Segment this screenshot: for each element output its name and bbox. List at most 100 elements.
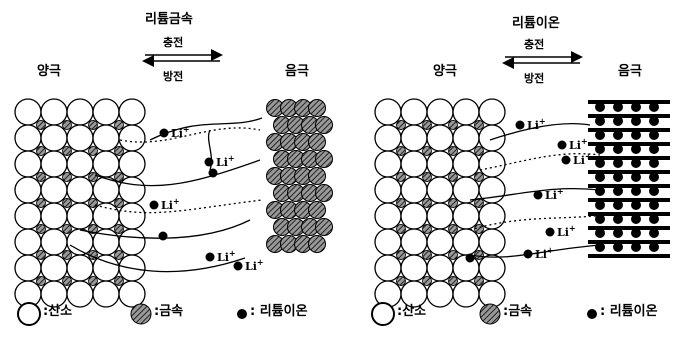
graphite-layer bbox=[588, 114, 670, 118]
metal-sphere bbox=[308, 167, 326, 185]
intercalated-ion bbox=[595, 228, 605, 238]
oxygen-atom bbox=[66, 176, 94, 204]
oxygen-atom bbox=[400, 98, 428, 126]
metal-atom bbox=[448, 276, 458, 286]
metal-atom bbox=[114, 250, 124, 260]
right-cathode-label: 음극 bbox=[618, 64, 642, 79]
ion-charge: + bbox=[173, 196, 180, 206]
intercalated-ion bbox=[595, 116, 605, 126]
intercalated-ion bbox=[649, 242, 659, 252]
lithium-ion bbox=[233, 261, 243, 271]
intercalated-ion bbox=[631, 214, 641, 224]
intercalated-ion bbox=[613, 172, 623, 182]
graphite-layer bbox=[588, 184, 670, 188]
oxygen-atom bbox=[374, 176, 402, 204]
oxygen-atom bbox=[66, 150, 94, 178]
metal-atom bbox=[396, 198, 406, 208]
metal-atom bbox=[36, 146, 46, 156]
oxygen-atom bbox=[92, 202, 120, 230]
metal-atom bbox=[448, 250, 458, 260]
intercalated-ion bbox=[631, 158, 641, 168]
oxygen-atom bbox=[40, 228, 68, 256]
intercalated-ion bbox=[595, 158, 605, 168]
ion-charge: + bbox=[539, 116, 546, 126]
metal-atom bbox=[36, 250, 46, 260]
intercalated-ion bbox=[631, 172, 641, 182]
ion-charge: + bbox=[228, 153, 235, 163]
oxygen-atom bbox=[14, 124, 42, 152]
intercalated-ion bbox=[649, 186, 659, 196]
metal-atom bbox=[114, 276, 124, 286]
metal-sphere bbox=[308, 133, 326, 151]
left-charge-arrows bbox=[142, 49, 223, 67]
oxygen-atom bbox=[14, 176, 42, 204]
oxygen-atom bbox=[92, 124, 120, 152]
intercalated-ion bbox=[613, 242, 623, 252]
right-charge-label: 충전 bbox=[524, 38, 545, 51]
left-cathode-label: 음극 bbox=[285, 64, 309, 79]
left-discharge-label: 방전 bbox=[163, 70, 184, 83]
oxygen-atom bbox=[426, 280, 454, 308]
metal-atom bbox=[422, 250, 432, 260]
right-cathode-layers bbox=[588, 100, 670, 258]
lithium-ion bbox=[557, 140, 567, 150]
intercalated-ion bbox=[631, 116, 641, 126]
intercalated-ion bbox=[613, 200, 623, 210]
intercalated-ion bbox=[631, 186, 641, 196]
metal-atom bbox=[474, 250, 484, 260]
metal-atom bbox=[396, 276, 406, 286]
metal-atom bbox=[422, 146, 432, 156]
metal-atom bbox=[422, 224, 432, 234]
intercalated-ion bbox=[613, 144, 623, 154]
oxygen-atom bbox=[452, 228, 480, 256]
lithium-ion bbox=[533, 190, 543, 200]
metal-atom bbox=[474, 120, 484, 130]
oxygen-atom bbox=[14, 254, 42, 282]
oxygen-atom bbox=[118, 280, 146, 308]
oxygen-atom bbox=[426, 254, 454, 282]
metal-atom bbox=[396, 146, 406, 156]
ion-charge: + bbox=[585, 151, 592, 161]
left-cathode-metal bbox=[266, 99, 333, 253]
oxygen-atom bbox=[426, 176, 454, 204]
metal-atom bbox=[448, 198, 458, 208]
metal-atom bbox=[114, 120, 124, 130]
metal-atom bbox=[396, 172, 406, 182]
metal-atom bbox=[88, 120, 98, 130]
ion-label: Li+ bbox=[535, 245, 554, 261]
oxygen-atom bbox=[66, 202, 94, 230]
oxygen-atom bbox=[400, 150, 428, 178]
oxygen-atom bbox=[426, 202, 454, 230]
ion-label: Li+ bbox=[545, 186, 564, 202]
oxygen-atom bbox=[452, 202, 480, 230]
graphite-layer bbox=[588, 100, 670, 104]
oxygen-atom bbox=[118, 124, 146, 152]
right-title: 리튬이온 bbox=[512, 16, 560, 31]
oxygen-atom bbox=[400, 202, 428, 230]
metal-sphere bbox=[308, 235, 326, 253]
left-charge-label: 충전 bbox=[163, 36, 184, 49]
intercalated-ion bbox=[649, 158, 659, 168]
intercalated-ion bbox=[631, 102, 641, 112]
metal-atom bbox=[114, 146, 124, 156]
intercalated-ion bbox=[649, 214, 659, 224]
metal-atom bbox=[62, 172, 72, 182]
oxygen-atom bbox=[40, 98, 68, 126]
metal-atom bbox=[474, 146, 484, 156]
legend-left-lithium: : 리튬이온 bbox=[250, 304, 308, 319]
intercalated-ion bbox=[649, 130, 659, 140]
metal-atom bbox=[88, 198, 98, 208]
legend-right-oxygen-symbol bbox=[371, 302, 395, 326]
metal-atom bbox=[36, 224, 46, 234]
right-anode-label: 양극 bbox=[433, 64, 457, 79]
intercalated-ion bbox=[613, 102, 623, 112]
intercalated-ion bbox=[631, 130, 641, 140]
metal-atom bbox=[62, 250, 72, 260]
oxygen-atom bbox=[118, 98, 146, 126]
graphite-layer bbox=[588, 254, 670, 258]
right-anode-lattice bbox=[374, 98, 506, 308]
right-discharge-label: 방전 bbox=[524, 72, 545, 85]
intercalated-ion bbox=[595, 102, 605, 112]
lithium-ion bbox=[545, 227, 555, 237]
